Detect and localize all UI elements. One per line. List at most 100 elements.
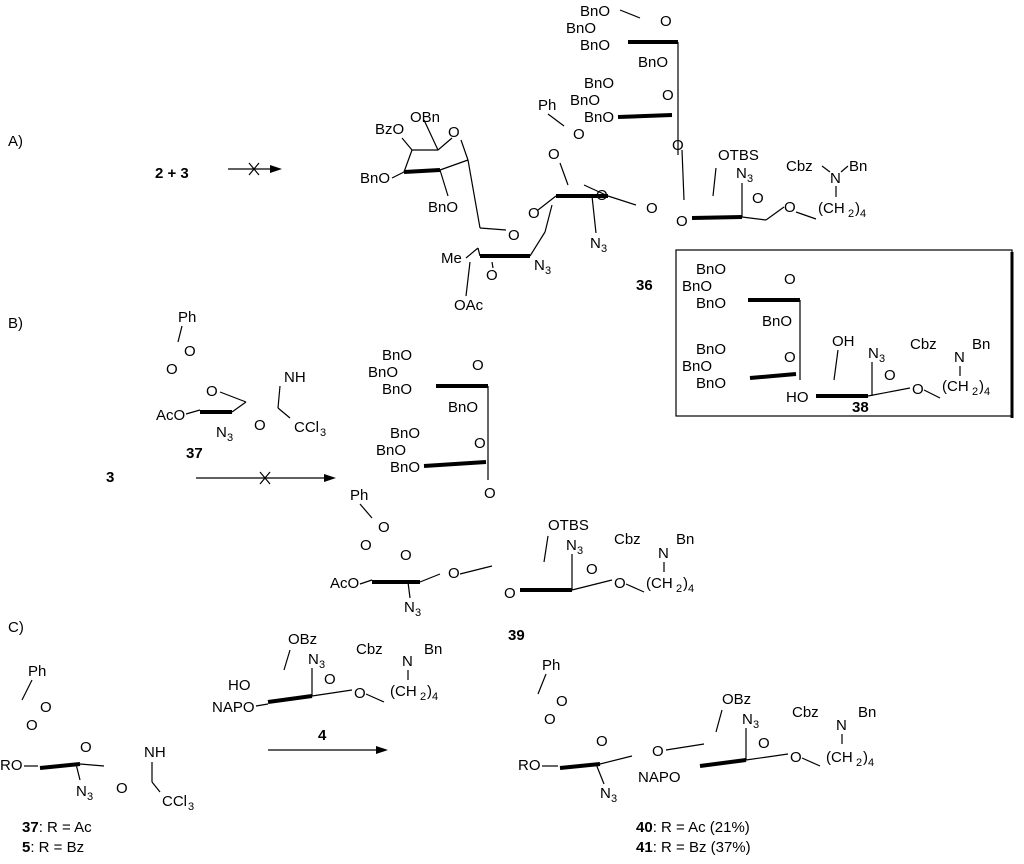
label-part: : R = Ac (21%) — [653, 819, 750, 836]
structure-atom-label: BnO — [566, 20, 596, 37]
structure-atom-label: RO — [518, 757, 541, 774]
structure-atom-label: O — [556, 693, 568, 710]
structure-atom-label: N — [736, 165, 747, 182]
structure-atom-label: BnO — [580, 37, 610, 54]
structure-atom-label: 3 — [319, 659, 325, 671]
structure-atom-label: Bn — [858, 704, 876, 721]
structure-atom-label: O — [586, 561, 598, 578]
label-part: 5 — [22, 839, 30, 856]
compound-36-structure: BzO OBn O BnO BnO O Me O OAc N 3 Ph O O — [360, 3, 867, 314]
structure-atom-label: 4 — [860, 208, 866, 220]
structure-atom-label: BnO — [360, 170, 390, 187]
structure-atom-label: N — [954, 349, 965, 366]
structure-atom-label: Bn — [972, 336, 990, 353]
structure-atom-label: BnO — [376, 442, 406, 459]
structure-atom-label: N — [402, 653, 413, 670]
compound-38-box: BnO BnO BnO BnO O BnO BnO BnO O OH N 3 H… — [675, 249, 1014, 418]
structure-atom-label: O — [504, 585, 516, 602]
structure-atom-label: BnO — [382, 347, 412, 364]
label-part: : R = Bz (37%) — [653, 839, 751, 856]
product-40-41-structure: Ph O O O RO N 3 O NAPO OBz N 3 O O Cbz N… — [518, 657, 876, 805]
structure-atom-label: Cbz — [614, 531, 641, 548]
compound-39-structure: BnO BnO BnO BnO O BnO BnO BnO O O Ph O O… — [330, 347, 694, 619]
structure-atom-label: Bn — [849, 158, 867, 175]
structure-atom-label: Ph — [28, 663, 46, 680]
reactants-2-3: 2 + 3 — [155, 165, 189, 182]
structure-atom-label: O — [646, 200, 658, 217]
structure-atom-label: BnO — [696, 295, 726, 312]
structure-atom-label: O — [784, 271, 796, 288]
structure-atom-label: 3 — [611, 793, 617, 805]
structure-atom-label: N — [566, 537, 577, 554]
structure-atom-label: OBz — [722, 691, 751, 708]
structure-atom-label: Ph — [350, 487, 368, 504]
structure-atom-label: 4 — [868, 757, 874, 769]
structure-atom-label: 2 — [972, 386, 978, 398]
structure-atom-label: O — [360, 537, 372, 554]
structure-atom-label: 3 — [747, 173, 753, 185]
blocked-arrow-a — [228, 162, 282, 176]
structure-atom-label: BnO — [682, 278, 712, 295]
structure-atom-label: AcO — [330, 575, 359, 592]
donor-variant-37: 37: R = Ac — [22, 819, 92, 836]
structure-atom-label: O — [752, 190, 764, 207]
structure-atom-label: 3 — [577, 545, 583, 557]
structure-atom-label: 3 — [545, 265, 551, 277]
structure-atom-label: Cbz — [356, 641, 383, 658]
blocked-arrow-b — [196, 471, 336, 485]
structure-atom-label: N — [600, 785, 611, 802]
structure-atom-label: OTBS — [548, 517, 589, 534]
structure-atom-label: CCl — [162, 793, 187, 810]
structure-atom-label: O — [486, 267, 498, 284]
structure-atom-label: N — [404, 599, 415, 616]
structure-atom-label: 4 — [984, 386, 990, 398]
structure-atom-label: O — [378, 519, 390, 536]
structure-atom-label: NAPO — [212, 699, 255, 716]
structure-atom-label: OH — [832, 333, 855, 350]
structure-atom-label: Bn — [424, 641, 442, 658]
structure-atom-label: O — [472, 357, 484, 374]
label-part: : R = Bz — [30, 839, 84, 856]
structure-atom-label: OAc — [454, 297, 484, 314]
structure-atom-label: CCl — [294, 419, 319, 436]
structure-atom-label: O — [400, 547, 412, 564]
structure-atom-label: (CH — [818, 200, 845, 217]
structure-atom-label: N — [742, 711, 753, 728]
structure-atom-label: O — [758, 735, 770, 752]
structure-atom-label: O — [206, 383, 218, 400]
structure-atom-label: N — [216, 424, 227, 441]
structure-atom-label: O — [40, 699, 52, 716]
structure-atom-label: Ph — [178, 309, 196, 326]
structure-atom-label: BnO — [390, 459, 420, 476]
structure-atom-label: O — [596, 733, 608, 750]
structure-atom-label: RO — [0, 757, 23, 774]
structure-atom-label: BnO — [762, 313, 792, 330]
structure-atom-label: O — [660, 13, 672, 30]
structure-atom-label: 2 — [676, 583, 682, 595]
structure-atom-label: N — [76, 783, 87, 800]
panel-label-a: A) — [8, 133, 23, 150]
structure-atom-label: O — [784, 199, 796, 216]
compound-label-4: 4 — [318, 727, 327, 744]
structure-atom-label: 4 — [688, 583, 694, 595]
compound-label-39: 39 — [508, 627, 525, 644]
structure-atom-label: N — [836, 717, 847, 734]
structure-atom-label: 2 — [856, 757, 862, 769]
structure-atom-label: OBz — [288, 631, 317, 648]
label-part: 40 — [636, 819, 653, 836]
structure-atom-label: O — [676, 213, 688, 230]
structure-atom-label: 4 — [432, 691, 438, 703]
label-part: : R = Ac — [39, 819, 92, 836]
structure-atom-label: O — [528, 205, 540, 222]
product-variant-41: 41: R = Bz (37%) — [636, 839, 751, 856]
structure-atom-label: O — [484, 485, 496, 502]
structure-atom-label: AcO — [156, 407, 185, 424]
structure-atom-label: BnO — [382, 381, 412, 398]
forward-arrow-c — [268, 746, 388, 754]
donor-variants: 37: R = Ac 5: R = Bz — [22, 819, 92, 856]
structure-atom-label: N — [830, 170, 841, 187]
structure-atom-label: 3 — [227, 432, 233, 444]
structure-atom-label: 3 — [753, 719, 759, 731]
structure-atom-label: O — [324, 671, 336, 688]
structure-atom-label: N — [868, 345, 879, 362]
